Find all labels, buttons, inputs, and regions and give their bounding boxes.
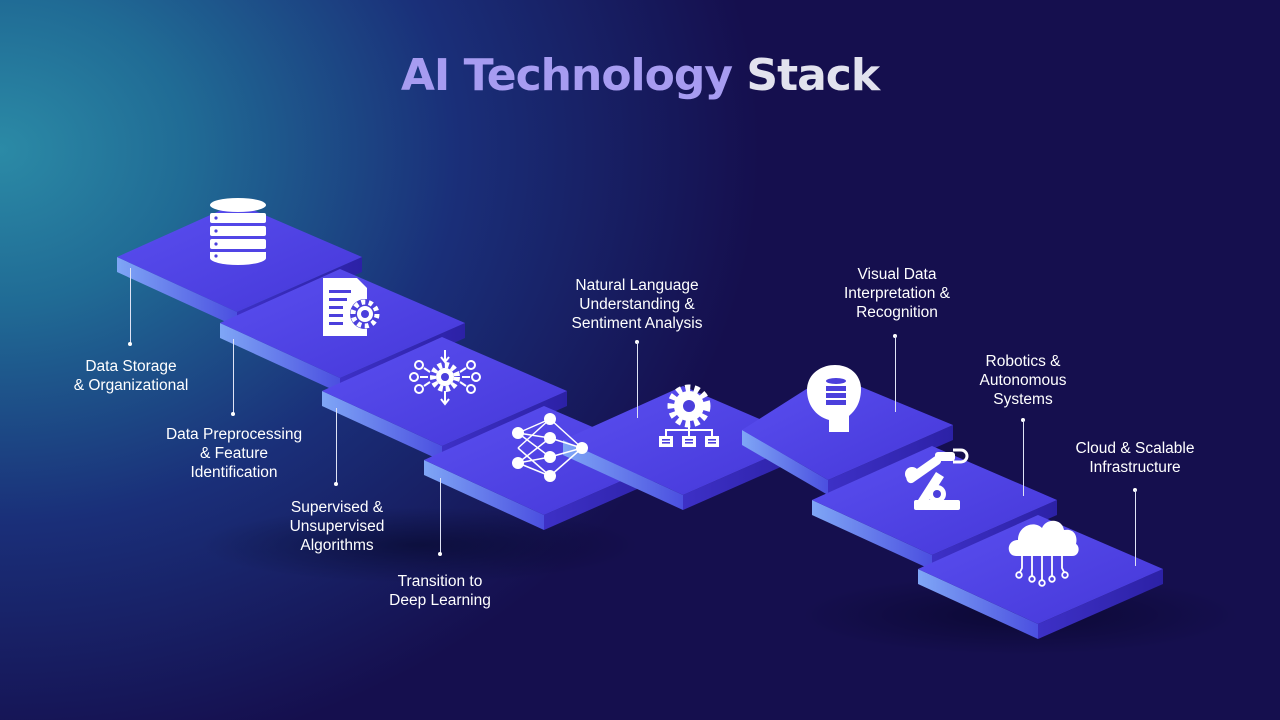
pointer-dot-1 <box>128 342 132 346</box>
database-icon <box>210 198 266 265</box>
pointer-dot-3 <box>334 482 338 486</box>
cloud-circuit-icon <box>1008 520 1079 587</box>
head-database-icon <box>807 365 861 432</box>
pointer-line-6 <box>895 336 896 412</box>
pointer-line-5 <box>637 342 638 418</box>
pointer-line-3 <box>336 408 337 484</box>
pointer-line-1 <box>130 268 131 344</box>
pointer-line-4 <box>440 478 441 554</box>
gear-hierarchy-icon <box>659 384 719 447</box>
title-part-1: AI Technology <box>400 50 733 101</box>
plate-8 <box>918 515 1163 639</box>
pointer-line-2 <box>233 339 234 414</box>
robot-arm-icon <box>905 448 969 510</box>
title-part-2: Stack <box>746 50 880 101</box>
pointer-line-7 <box>1023 420 1024 496</box>
shadow-left <box>200 507 640 583</box>
pointer-dot-2 <box>231 412 235 416</box>
step-label-1-text: Data Storage& Organizational <box>73 358 189 394</box>
algorithm-gear-icon <box>409 350 481 406</box>
pointer-line-8 <box>1135 490 1136 566</box>
neural-network-icon <box>512 413 588 482</box>
pointer-dot-4 <box>438 552 442 556</box>
step-label-1: Data Storage& Organizational <box>11 357 251 395</box>
document-gear-icon <box>323 278 380 336</box>
page-title: AI Technology Stack <box>0 50 1280 101</box>
